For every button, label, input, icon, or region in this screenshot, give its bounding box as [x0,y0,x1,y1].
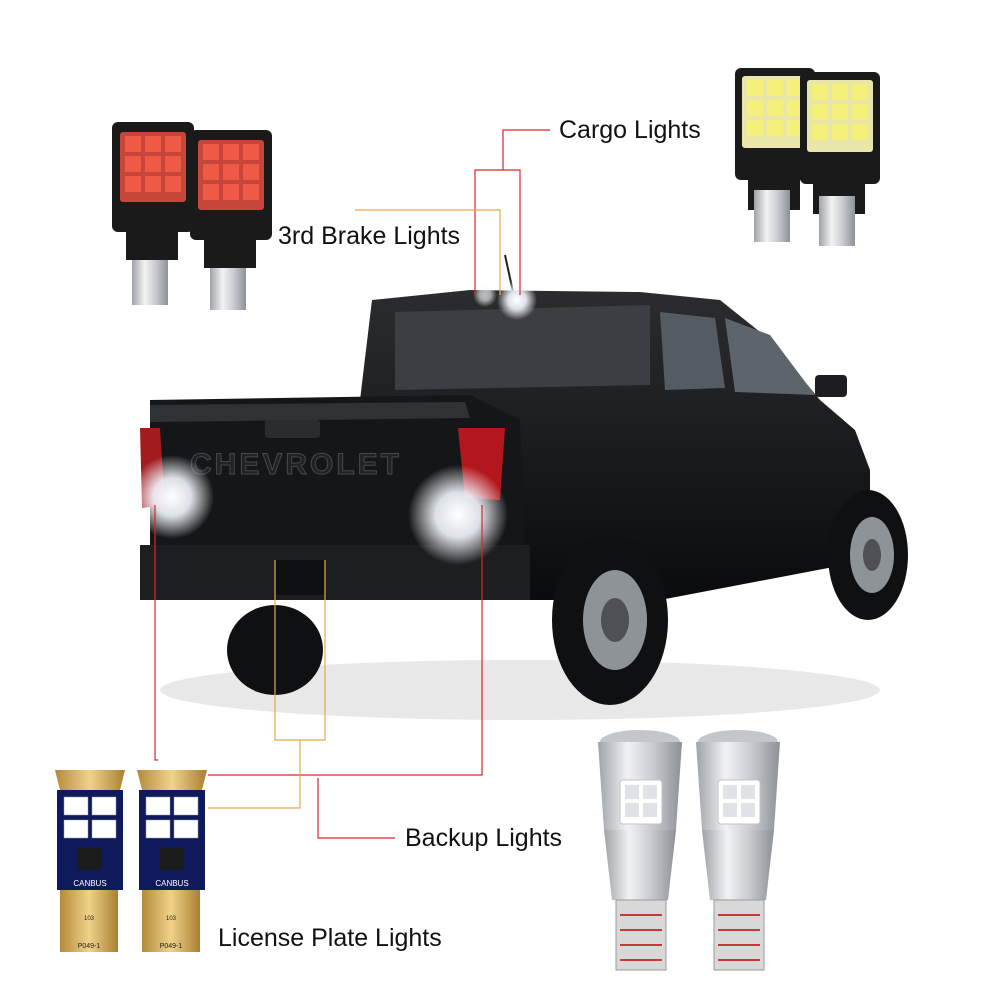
cargo-leader-2 [503,169,521,295]
resistor-text: 103 [166,916,177,922]
license-bulb-1: CANBUS 103 P049-1 [55,770,125,952]
cargo-bulb-2 [800,72,880,246]
canbus-text: CANBUS [73,879,106,888]
license-plate-recess [275,560,325,595]
brake-leader [355,209,501,295]
canbus-text: CANBUS [155,879,188,888]
side-window-front [725,318,815,395]
license-plate-lights-label: License Plate Lights [218,924,442,952]
rear-window [395,305,650,390]
backup-lights-label: Backup Lights [405,824,563,852]
cargo-bulb-1 [735,68,815,242]
resistor-text: 103 [84,916,95,922]
cargo-glow [497,280,537,320]
backup-bulb-2 [696,730,780,971]
side-mirror [815,375,847,397]
side-window-rear [660,312,725,390]
cargo-leader [474,129,550,295]
rear-bumper [140,545,530,600]
leader-lines [154,129,550,839]
backup-glow-right [408,465,508,565]
license-bulb-2: CANBUS 103 P049-1 [137,770,207,952]
tailgate-handle [265,420,320,438]
third-brake-lights-label: 3rd Brake Lights [278,222,461,250]
model-code-text: P049-1 [160,943,183,950]
backup-bulb-1 [598,730,682,971]
brake-light-mount [473,283,497,307]
pickup-truck: CHEVROLET [130,254,908,720]
model-code-text: P049-1 [78,943,101,950]
brake-bulb-2 [190,130,272,310]
tailgate-lettering: CHEVROLET [190,448,402,481]
brake-bulb-1 [112,122,194,305]
backup-leader-left [154,505,158,761]
backup-leader-right [208,505,483,776]
backup-glow-left [130,455,214,539]
rear-wheel-right [552,535,668,705]
cargo-lights-label: Cargo Lights [559,116,701,144]
front-wheel [828,490,908,620]
backup-leader-label [317,778,395,839]
license-leader-2 [208,740,301,809]
ground-shadow [160,660,880,720]
bed-rail [150,402,470,422]
